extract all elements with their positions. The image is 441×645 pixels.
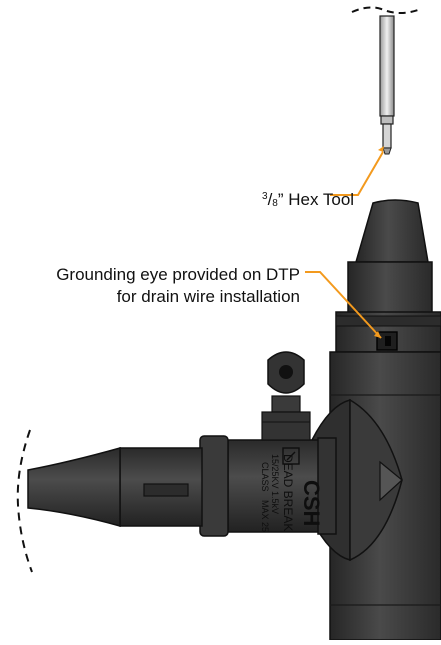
leader-lines: [305, 146, 384, 339]
rating-marking: 15/25KV 1.5kV: [270, 454, 280, 514]
brand-logo-slash: [286, 451, 296, 461]
eye-neck: [271, 395, 301, 413]
elbow-body: [227, 439, 321, 533]
tool-break-line: [351, 6, 419, 14]
fraction-numerator: 3: [262, 191, 268, 202]
eye-hole: [279, 365, 293, 379]
hex-tool: [351, 6, 419, 155]
fraction-denominator: 8: [272, 198, 278, 209]
elbow-flange: [317, 437, 337, 535]
tool-point: [382, 147, 392, 155]
tool-collar: [380, 115, 394, 125]
hex-tool-text: ” Hex Tool: [277, 190, 355, 209]
brand-logo-mark: [282, 447, 300, 465]
brand-marking: CSH: [299, 480, 324, 526]
boss-nose: [379, 460, 403, 502]
grounding-line-1: Grounding eye provided on DTP: [56, 265, 300, 284]
max-marking: MAX 25: [260, 500, 270, 532]
grounding-eye-hole: [385, 336, 391, 346]
hex-tool-arrowhead: [378, 146, 384, 152]
tee-junction: [16, 398, 403, 573]
dtp-ring-band: [335, 315, 441, 327]
hex-tool-leader: [330, 151, 384, 196]
upper-collar: [347, 261, 433, 321]
class-marking: CLASS: [260, 462, 270, 492]
elbow-ring: [199, 435, 229, 537]
product-marking: DEAD BREAK: [281, 454, 295, 531]
body-markings: CSH DEAD BREAK 15/25KV 1.5kV CLASS MAX 2…: [260, 447, 324, 532]
top-cone: [355, 199, 429, 263]
cable-break-line: [16, 429, 33, 573]
bushing-slot: [143, 483, 189, 497]
cable-cone: [27, 447, 121, 527]
pulling-eye: [261, 351, 311, 441]
tool-shaft: [379, 15, 395, 117]
grounding-arrowhead: [374, 331, 381, 338]
grounding-line-2: for drain wire installation: [116, 287, 300, 306]
grounding-callout: Grounding eye provided on DTP for drain …: [56, 264, 300, 308]
hex-tool-callout: 3/8” Hex Tool: [262, 190, 355, 209]
grounding-leader: [305, 271, 382, 339]
tool-hex-tip: [382, 123, 392, 149]
eye-base: [261, 411, 311, 441]
